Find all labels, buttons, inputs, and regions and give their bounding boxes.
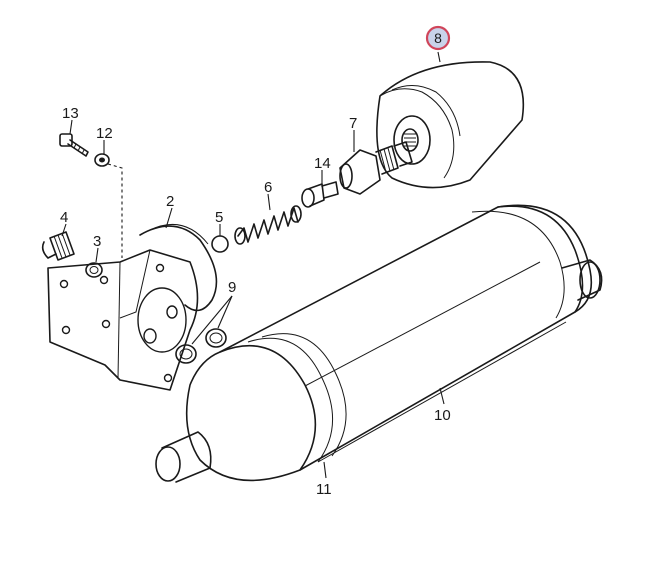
cylinder-body bbox=[155, 204, 603, 483]
callout-13: 13 bbox=[62, 105, 79, 122]
gasket-disc bbox=[139, 223, 218, 312]
o-rings-9 bbox=[175, 328, 227, 364]
leader-lines bbox=[61, 51, 445, 479]
washer-12 bbox=[94, 153, 123, 258]
callout-5: 5 bbox=[215, 209, 223, 226]
union-fitting bbox=[41, 231, 75, 261]
callout-6: 6 bbox=[264, 179, 272, 196]
ball-5 bbox=[211, 235, 229, 253]
callout-10: 10 bbox=[434, 407, 451, 424]
callout-2: 2 bbox=[166, 193, 174, 210]
callout-14: 14 bbox=[314, 155, 331, 172]
bolt-13 bbox=[59, 133, 89, 157]
flange-bracket bbox=[47, 249, 199, 391]
callouts: 13 12 4 3 2 5 6 14 7 9 1 10 11 8 bbox=[60, 25, 451, 498]
filter-cartridge-8 bbox=[376, 61, 525, 189]
plunger-14 bbox=[301, 181, 339, 208]
callout-12: 12 bbox=[96, 125, 113, 142]
callout-8[interactable]: 8 bbox=[434, 30, 442, 46]
callout-3: 3 bbox=[93, 233, 101, 250]
spring-6 bbox=[234, 205, 302, 245]
callout-11: 11 bbox=[316, 481, 332, 498]
callout-7: 7 bbox=[349, 115, 357, 132]
washer-3 bbox=[85, 262, 103, 278]
callout-4: 4 bbox=[60, 209, 68, 226]
callout-9: 9 bbox=[228, 279, 236, 296]
callout-8-highlight[interactable] bbox=[425, 25, 451, 51]
threaded-adapter-7 bbox=[339, 141, 413, 195]
